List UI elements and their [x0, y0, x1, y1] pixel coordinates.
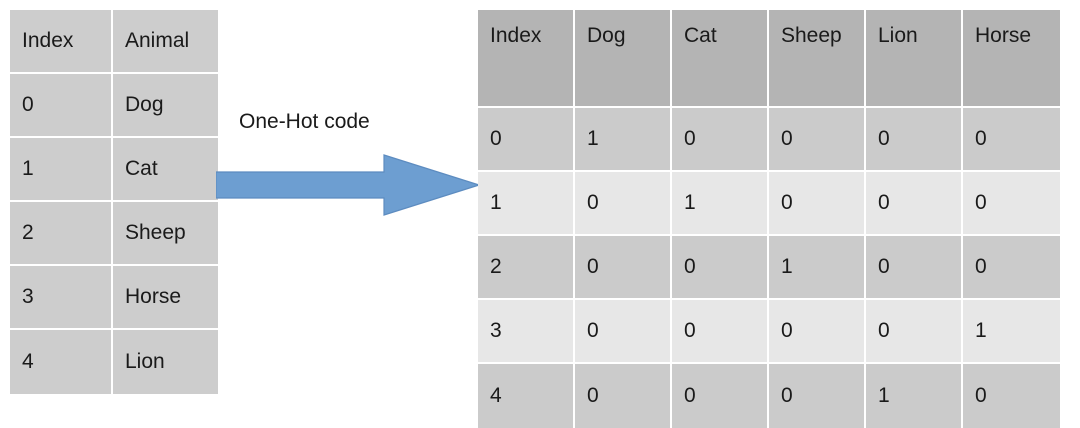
encoded-cell-sheep: 0: [769, 108, 866, 172]
encoded-cell-lion: 0: [866, 300, 963, 364]
encoded-cell-index: 4: [478, 364, 575, 428]
encoded-cell-cat: 0: [672, 236, 769, 300]
table-row: 3 0 0 0 0 1: [478, 300, 1060, 364]
table-row: 2 0 0 1 0 0: [478, 236, 1060, 300]
encoded-cell-lion: 1: [866, 364, 963, 428]
encoded-cell-dog: 0: [575, 364, 672, 428]
encoded-cell-cat: 0: [672, 108, 769, 172]
table-row: 0 1 0 0 0 0: [478, 108, 1060, 172]
encoded-header-cat: Cat: [672, 10, 769, 108]
encoded-table-header-row: Index Dog Cat Sheep Lion Horse: [478, 10, 1060, 108]
encoded-cell-horse: 1: [963, 300, 1060, 364]
table-row: 3 Horse: [10, 266, 218, 330]
encoded-header-dog: Dog: [575, 10, 672, 108]
source-animal-table: Index Animal 0 Dog 1 Cat 2 Sheep 3 Horse…: [10, 10, 218, 394]
encoded-cell-sheep: 0: [769, 364, 866, 428]
source-cell-animal: Cat: [113, 138, 218, 202]
source-cell-animal: Dog: [113, 74, 218, 138]
encoded-cell-horse: 0: [963, 364, 1060, 428]
source-cell-index: 4: [10, 330, 113, 394]
encoded-header-lion: Lion: [866, 10, 963, 108]
source-cell-animal: Sheep: [113, 202, 218, 266]
source-header-index: Index: [10, 10, 113, 74]
encoded-cell-lion: 0: [866, 172, 963, 236]
table-row: 1 0 1 0 0 0: [478, 172, 1060, 236]
source-table-header-row: Index Animal: [10, 10, 218, 74]
encoded-onehot-table: Index Dog Cat Sheep Lion Horse 0 1 0 0 0…: [478, 10, 1060, 428]
encoded-cell-dog: 0: [575, 236, 672, 300]
encoded-cell-dog: 0: [575, 172, 672, 236]
encoded-cell-cat: 1: [672, 172, 769, 236]
encoded-header-sheep: Sheep: [769, 10, 866, 108]
table-row: 4 Lion: [10, 330, 218, 394]
table-row: 4 0 0 0 1 0: [478, 364, 1060, 428]
encoded-cell-sheep: 0: [769, 300, 866, 364]
source-cell-index: 1: [10, 138, 113, 202]
encoded-cell-cat: 0: [672, 364, 769, 428]
encoded-header-index: Index: [478, 10, 575, 108]
encoded-cell-lion: 0: [866, 108, 963, 172]
encoded-cell-index: 1: [478, 172, 575, 236]
diagram-canvas: Index Animal 0 Dog 1 Cat 2 Sheep 3 Horse…: [10, 10, 1060, 428]
encoded-cell-index: 0: [478, 108, 575, 172]
encoded-cell-lion: 0: [866, 236, 963, 300]
source-cell-index: 0: [10, 74, 113, 138]
table-row: 0 Dog: [10, 74, 218, 138]
source-header-animal: Animal: [113, 10, 218, 74]
source-cell-index: 2: [10, 202, 113, 266]
table-row: 1 Cat: [10, 138, 218, 202]
encoded-cell-sheep: 0: [769, 172, 866, 236]
arrow-label: One-Hot code: [239, 110, 370, 133]
encoded-header-horse: Horse: [963, 10, 1060, 108]
encoded-cell-sheep: 1: [769, 236, 866, 300]
table-row: 2 Sheep: [10, 202, 218, 266]
source-cell-animal: Horse: [113, 266, 218, 330]
encoded-cell-cat: 0: [672, 300, 769, 364]
encoded-cell-index: 2: [478, 236, 575, 300]
encoded-cell-index: 3: [478, 300, 575, 364]
source-cell-animal: Lion: [113, 330, 218, 394]
right-arrow-icon: [216, 150, 480, 220]
encoded-cell-horse: 0: [963, 236, 1060, 300]
encoded-cell-horse: 0: [963, 172, 1060, 236]
encoded-cell-dog: 0: [575, 300, 672, 364]
encoded-cell-dog: 1: [575, 108, 672, 172]
source-cell-index: 3: [10, 266, 113, 330]
encoded-cell-horse: 0: [963, 108, 1060, 172]
